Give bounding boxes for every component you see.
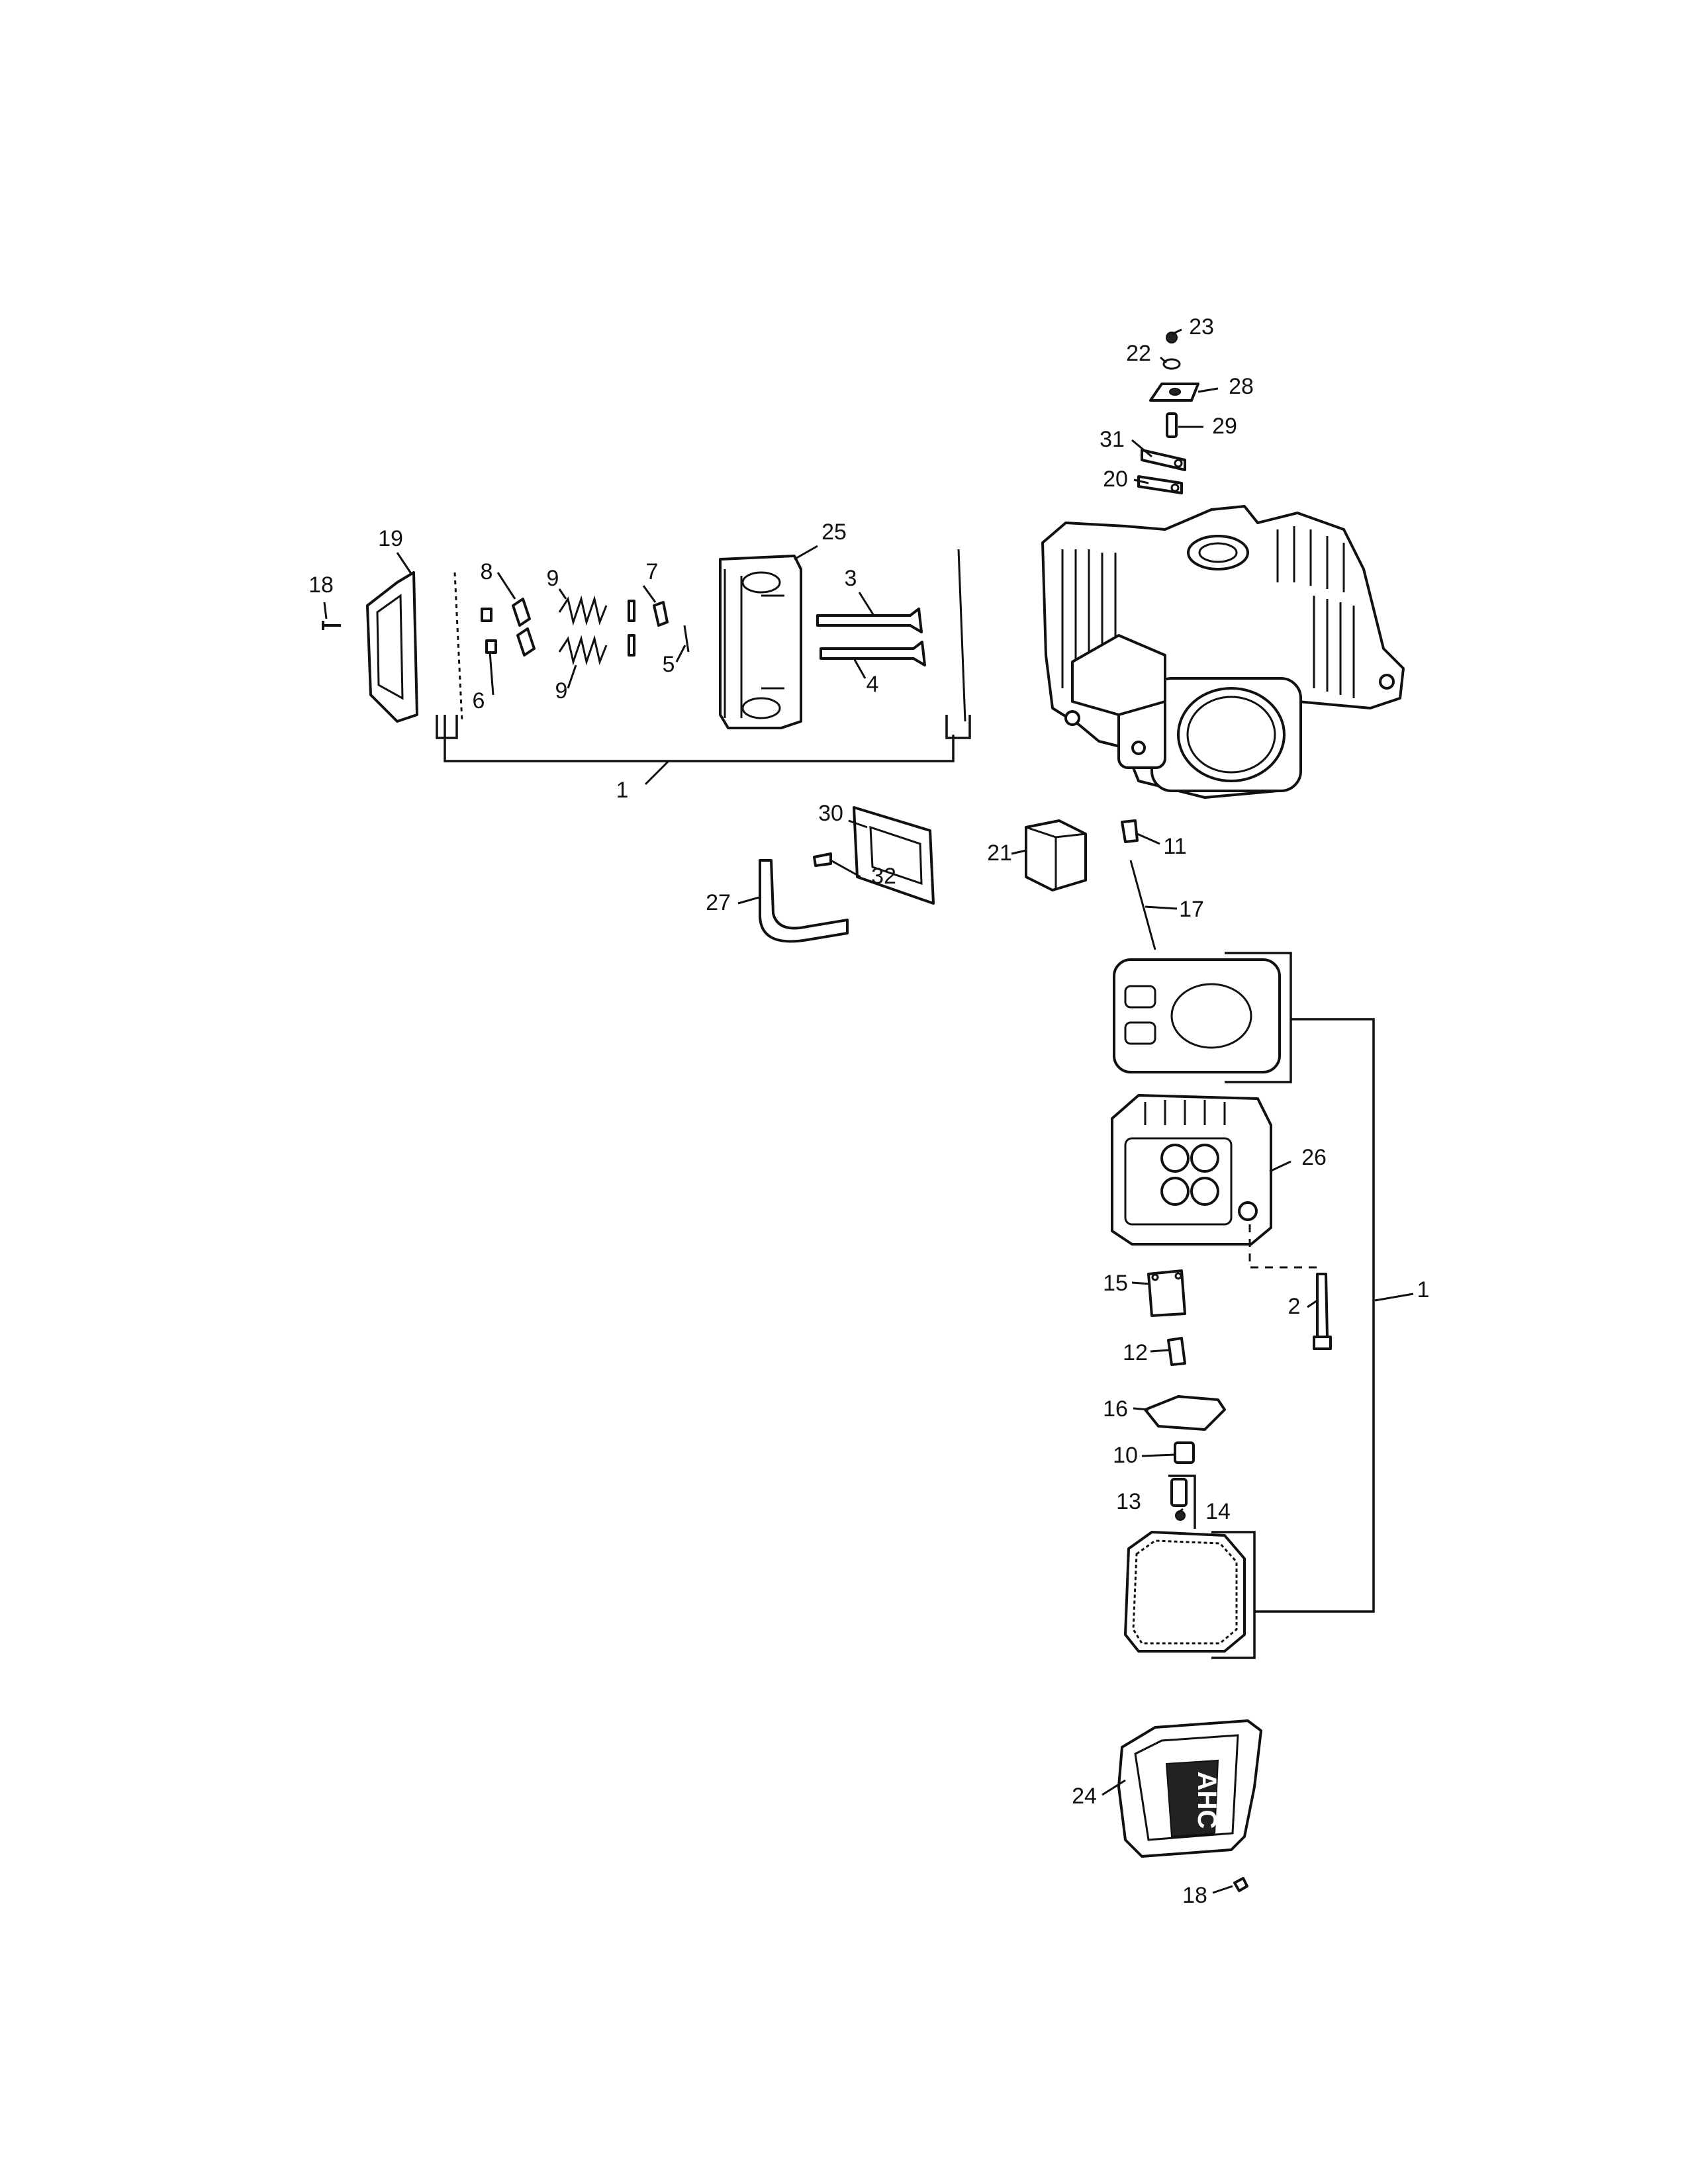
- spring-9b: [558, 635, 608, 666]
- callout-2: 2: [1288, 1294, 1301, 1319]
- keeper-6b: [485, 639, 497, 654]
- callout-24: 24: [1072, 1784, 1097, 1809]
- stud-12: [1167, 1337, 1186, 1366]
- callout-12: 12: [1123, 1340, 1148, 1365]
- callout-8: 8: [481, 559, 493, 584]
- callout-14: 14: [1205, 1499, 1231, 1524]
- cylinder-head-25: [719, 555, 802, 729]
- callout-18-top: 18: [308, 572, 334, 598]
- bolt-path: [1248, 1224, 1317, 1269]
- callout-19: 19: [378, 526, 403, 551]
- washer-22: [1162, 358, 1181, 370]
- breather-tube-27: [759, 859, 849, 943]
- cylinder-head-26: [1111, 1094, 1272, 1246]
- gasket-strip-right: [957, 549, 966, 722]
- callout-28: 28: [1229, 374, 1254, 399]
- callout-17: 17: [1179, 897, 1204, 922]
- cover-gasket: [1124, 1531, 1256, 1659]
- middle-parts: [759, 806, 1156, 950]
- callout-9-bottom: 9: [555, 678, 568, 704]
- adjuster-13: [1170, 1478, 1188, 1507]
- callout-27: 27: [706, 890, 731, 915]
- engine-block: [1041, 505, 1405, 799]
- gasket-strip: [453, 572, 463, 722]
- head-bolt-2: [1313, 1273, 1332, 1350]
- callout-20: 20: [1103, 467, 1128, 492]
- callout-23: 23: [1189, 314, 1214, 340]
- callout-30: 30: [818, 801, 843, 826]
- bolt-11: [1121, 819, 1139, 843]
- retainer-8b: [516, 627, 536, 657]
- callout-4: 4: [867, 672, 879, 697]
- retainer-8a: [512, 598, 531, 627]
- group-bracket-right: [1254, 1018, 1375, 1613]
- rocker-parts: [1144, 1269, 1226, 1529]
- head-gasket: [1113, 958, 1281, 1073]
- valve-3: [816, 608, 923, 633]
- nut-10: [1174, 1441, 1195, 1464]
- leader-lines: [323, 328, 1414, 1894]
- callout-7: 7: [646, 559, 659, 584]
- stud-29: [1166, 412, 1178, 438]
- valve-cover-lettering: AHC: [1192, 1772, 1221, 1829]
- callout-9-top: 9: [547, 566, 559, 591]
- callout-labels: 1 1 2 3 4 5 6 7 8 9 9 10 11 12 13 14 15 …: [308, 314, 1429, 1908]
- valve-cover-19: [366, 571, 418, 723]
- pin-b: [628, 634, 635, 657]
- screw-32: [813, 852, 832, 867]
- plate-15: [1147, 1269, 1186, 1317]
- pin-a: [628, 600, 635, 622]
- callout-25: 25: [821, 520, 847, 545]
- callout-26: 26: [1301, 1145, 1327, 1170]
- valve-train-assembly: [322, 549, 966, 729]
- callout-32: 32: [871, 864, 896, 889]
- valve-cover-24: AHC: [1117, 1719, 1262, 1858]
- head-gasket-group: [1113, 952, 1292, 1083]
- callout-31: 31: [1100, 427, 1125, 452]
- callout-10: 10: [1113, 1443, 1138, 1468]
- callout-11: 11: [1163, 834, 1186, 859]
- valve-seal-7: [653, 601, 669, 627]
- gasket-30: [853, 806, 935, 905]
- rocker-arm-16: [1144, 1395, 1226, 1431]
- callout-1-upper: 1: [616, 778, 629, 803]
- callout-22: 22: [1126, 341, 1151, 366]
- screw-18-top: [322, 621, 341, 630]
- keeper-6a: [481, 608, 492, 622]
- callout-1-right: 1: [1417, 1277, 1430, 1302]
- callout-5: 5: [663, 652, 675, 677]
- callout-16: 16: [1103, 1396, 1128, 1422]
- callout-15: 15: [1103, 1271, 1128, 1296]
- callout-21: 21: [987, 841, 1012, 866]
- nut-23: [1166, 332, 1178, 343]
- spring-9a: [558, 595, 608, 626]
- cotter-5: [683, 625, 690, 653]
- callout-18-bottom: 18: [1182, 1883, 1207, 1908]
- pushrod-17: [1129, 860, 1156, 950]
- callout-13: 13: [1116, 1489, 1141, 1514]
- callout-6: 6: [473, 688, 485, 713]
- valve-4: [820, 641, 926, 666]
- breather-assembly: [1137, 332, 1199, 494]
- gasket-31: [1141, 449, 1186, 471]
- callout-29: 29: [1212, 414, 1237, 439]
- callout-3: 3: [845, 566, 857, 591]
- screw-18-bottom: [1233, 1877, 1248, 1892]
- group-bracket-upper: [436, 715, 971, 762]
